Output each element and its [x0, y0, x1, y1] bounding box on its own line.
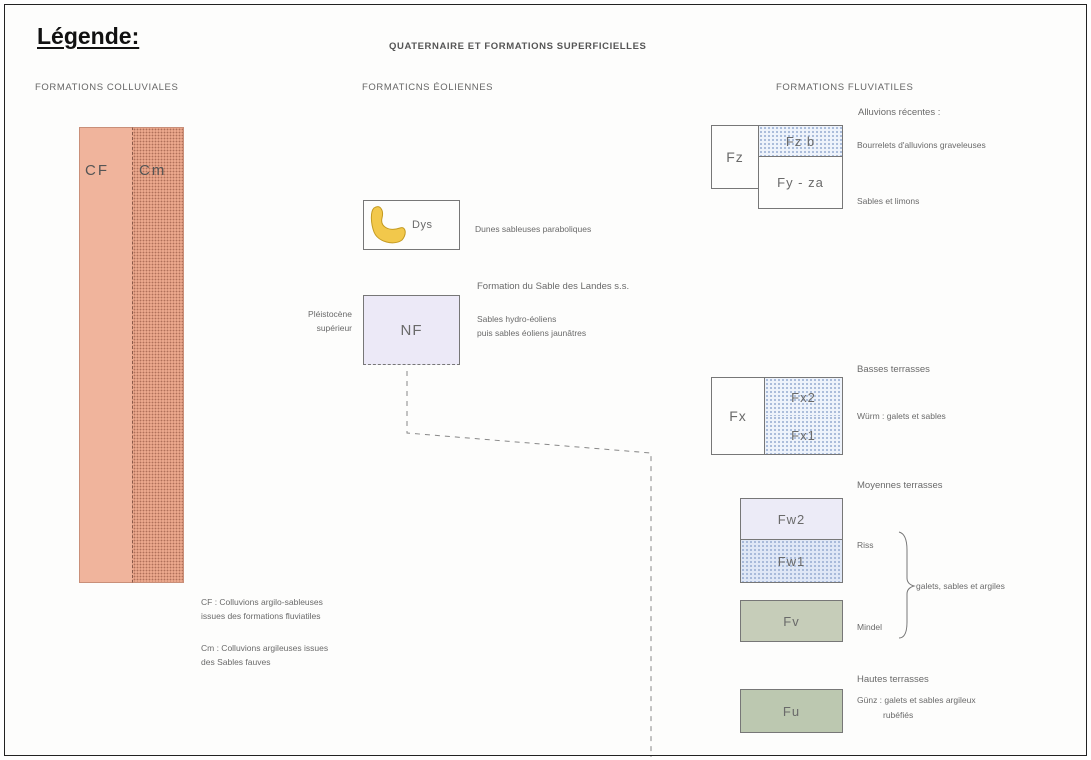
hautes-title: Hautes terrasses [857, 674, 929, 685]
cf-desc-line2: issues des formations fluviatiles [201, 611, 321, 621]
nf-desc-line2: puis sables éoliens jaunâtres [477, 328, 587, 338]
fyza-box: Fy - za [758, 156, 843, 209]
cm-desc-line2: des Sables fauves [201, 657, 271, 667]
age-line1: Pléistocène [308, 309, 352, 319]
fx-box: Fx [711, 377, 765, 455]
dunes-box: Dys [363, 200, 460, 250]
gunz-line2: rubéfiés [883, 710, 914, 720]
moyennes-title: Moyennes terrasses [857, 480, 943, 491]
fu-box: Fu [740, 689, 843, 733]
fv-box: Fv [740, 600, 843, 642]
nf-desc-line1: Sables hydro-éoliens [477, 314, 557, 324]
landes-title: Formation du Sable des Landes s.s. [477, 281, 630, 292]
header-fluviatiles: FORMATIONS FLUVIATILES [776, 82, 914, 93]
fyza-label: Sables et limons [857, 196, 920, 206]
dune-shape-icon [370, 202, 408, 249]
main-header: QUATERNAIRE ET FORMATIONS SUPERFICIELLES [389, 41, 647, 52]
fzb-box: Fz b [758, 125, 843, 157]
cf-desc-line1: CF : Colluvions argilo-sableuses [201, 597, 323, 607]
wurm-label: Würm : galets et sables [857, 411, 946, 421]
fw1-box: Fw1 [740, 539, 843, 583]
header-eoliennes: FORMATICNS ÉOLIENNES [362, 82, 494, 93]
fx2-code: Fx2 [791, 389, 816, 405]
mindel-label: Mindel [857, 622, 883, 632]
alluvions-title: Alluvions récentes : [858, 107, 941, 118]
cf-code: CF [85, 162, 109, 179]
fx1-box: Fx1 [764, 416, 843, 455]
fyza-code: Fy - za [777, 175, 824, 190]
cm-column [132, 127, 184, 583]
nf-box: NF [363, 295, 460, 365]
fu-code: Fu [782, 703, 801, 719]
dunes-code: Dys [412, 219, 433, 231]
nf-code: NF [400, 321, 423, 339]
fw2-code: Fw2 [777, 511, 806, 527]
fz-box: Fz [711, 125, 759, 189]
basses-title: Basses terrasses [857, 364, 930, 375]
fx1-code: Fx1 [791, 427, 816, 443]
riss-label: Riss [857, 540, 874, 550]
gunz-line1: Günz : galets et sables argileux [857, 695, 976, 705]
age-line2: supérieur [316, 323, 352, 333]
galets-label: galets, sables et argiles [916, 581, 1005, 591]
legend-title: Légende: [37, 23, 140, 49]
cm-desc-line1: Cm : Colluvions argileuses issues [201, 643, 329, 653]
header-colluviales: FORMATIONS COLLUVIALES [35, 82, 179, 93]
cm-code: Cm [139, 162, 167, 179]
fv-code: Fv [783, 613, 800, 629]
fz-code: Fz [726, 149, 744, 165]
dunes-label: Dunes sableuses paraboliques [475, 224, 592, 234]
fx-code: Fx [729, 408, 747, 424]
fzb-label: Bourrelets d'alluvions graveleuses [857, 140, 986, 150]
legend-frame: Légende: QUATERNAIRE ET FORMATIONS SUPER… [4, 4, 1087, 757]
fzb-code: Fz b [785, 133, 816, 149]
fw2-box: Fw2 [740, 498, 843, 540]
brace-icon [898, 531, 916, 639]
fw1-code: Fw1 [777, 553, 806, 569]
cf-column [79, 127, 132, 583]
fx2-box: Fx2 [764, 377, 843, 417]
